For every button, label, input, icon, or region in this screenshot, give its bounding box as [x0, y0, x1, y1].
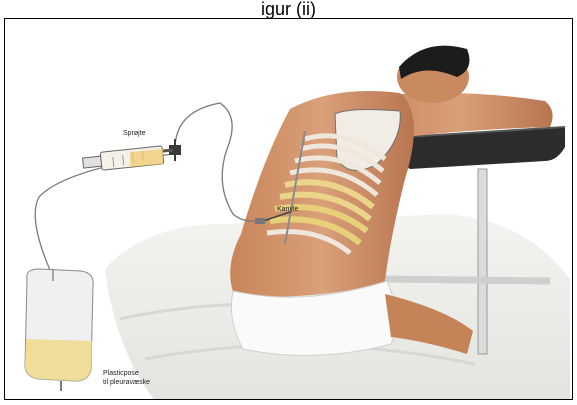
patient-head	[397, 46, 469, 103]
collection-bag	[25, 269, 93, 391]
bag-label-line1: Plasticpose	[103, 370, 139, 377]
thoracentesis-illustration: Sprøjte Kanyle Plasticpose til pleuravæs…	[5, 19, 573, 400]
illustration-frame: Sprøjte Kanyle Plasticpose til pleuravæs…	[4, 18, 573, 400]
cannula-label: Kanyle	[277, 206, 299, 213]
bag-label-line2: til pleuravæske	[103, 379, 150, 386]
syringe-label: Sprøjte	[123, 130, 146, 137]
syringe	[83, 146, 173, 170]
